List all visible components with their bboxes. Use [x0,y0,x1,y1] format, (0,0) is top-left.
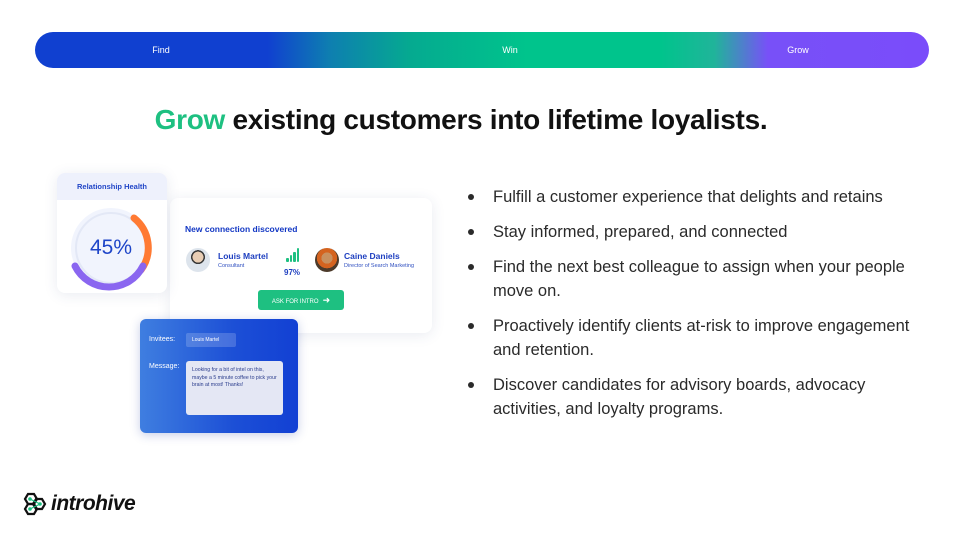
relationship-health-card: Relationship Health 45% [57,173,167,293]
page-title: Grow existing customers into lifetime lo… [0,104,922,136]
avatar [186,248,210,272]
ask-for-intro-button[interactable]: ASK FOR INTRO➜ [258,290,344,310]
invitees-label: Invitees: [149,336,176,343]
message-textarea[interactable]: Looking for a bit of intel on this, mayb… [186,361,283,415]
stage-win[interactable]: Win [502,45,518,55]
list-item: Find the next best colleague to assign w… [466,255,926,303]
intro-request-card: Invitees: Louis Martel Message: Looking … [140,319,298,433]
headline-accent: Grow [154,104,226,135]
list-item: Stay informed, prepared, and connected [466,220,926,244]
invitee-chip[interactable]: Louis Martel [186,333,236,347]
donut-chart-icon [71,208,152,291]
avatar [315,248,339,272]
message-label: Message: [149,363,180,370]
health-title: Relationship Health [57,173,167,200]
health-value: 45% [89,236,133,259]
list-item: Fulfill a customer experience that delig… [466,185,926,209]
feature-list: Fulfill a customer experience that delig… [466,185,926,432]
new-connection-card: New connection discovered Louis Martel C… [170,198,432,333]
person-a-role: Consultant [218,263,245,269]
hexagon-network-icon [23,492,47,516]
list-item: Proactively identify clients at-risk to … [466,314,926,362]
logo-text: introhive [51,492,136,515]
ask-for-intro-label: ASK FOR INTRO [271,299,319,305]
connection-title: New connection discovered [185,224,298,234]
list-item: Discover candidates for advisory boards,… [466,373,926,421]
headline-rest: existing customers into lifetime loyalis… [232,104,768,135]
person-b-role: Director of Search Marketing [344,263,414,269]
arrow-right-icon: ➜ [322,295,331,305]
stage-progress-bar: Find Win Grow [35,32,929,68]
stage-grow[interactable]: Grow [787,45,809,55]
connection-score: 97% [284,268,301,277]
stage-find[interactable]: Find [152,45,170,55]
person-a-name: Louis Martel [218,251,269,261]
introhive-logo: introhive [21,490,136,518]
person-b-name: Caine Daniels [344,251,400,261]
signal-strength-icon [286,248,300,262]
